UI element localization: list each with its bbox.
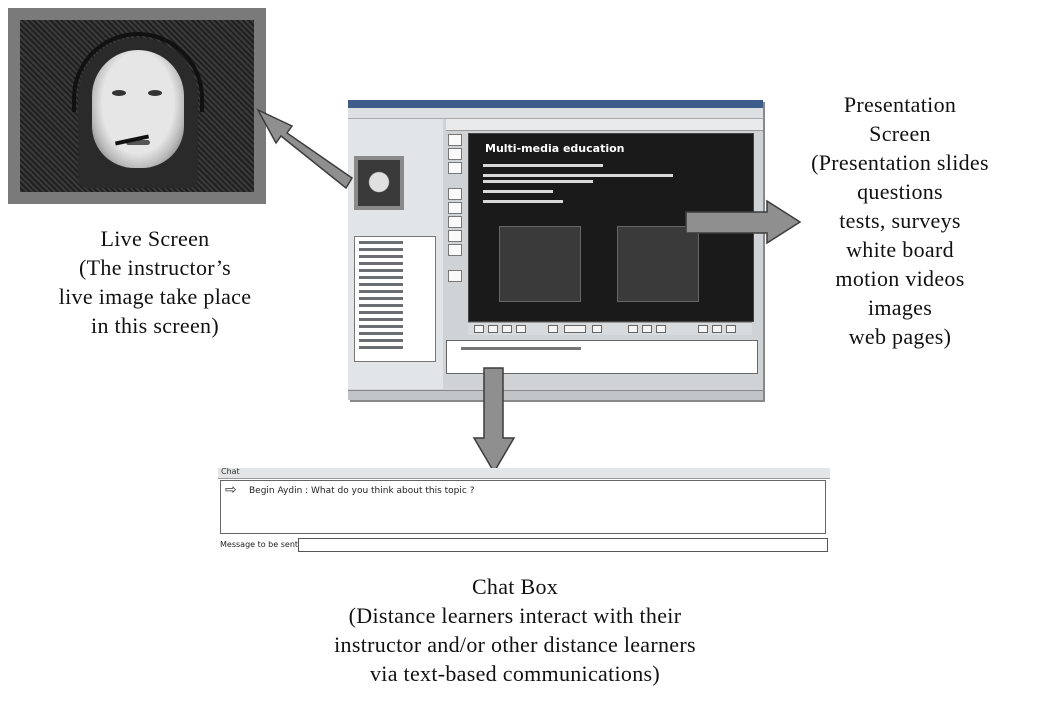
presentation-screen-caption: Presentation Screen (Presentation slides… [770, 90, 1030, 351]
chat-box-caption: Chat Box (Distance learners interact wit… [200, 572, 830, 688]
chat-message: Begin Aydin : What do you think about th… [249, 486, 475, 496]
chat-caption-line: (Distance learners interact with their [348, 603, 682, 628]
live-caption-line: in this screen) [91, 313, 219, 338]
arrow-to-live-screen [256, 108, 354, 190]
chat-header-label: Chat [221, 467, 240, 476]
live-screen-caption: Live Screen (The instructor’s live image… [10, 224, 300, 340]
slide-title: Multi-media education [485, 142, 625, 155]
arrow-right-icon: ⇨ [225, 482, 237, 498]
live-screen-image [8, 8, 266, 204]
presentation-caption-line: Screen [869, 121, 931, 146]
participant-list [354, 236, 436, 362]
presentation-caption-line: (Presentation slides [811, 150, 989, 175]
presentation-caption-line: images [867, 295, 933, 320]
chat-header: Chat [218, 467, 830, 479]
live-caption-line: Live Screen [100, 226, 210, 251]
presentation-caption-line: Presentation [843, 92, 957, 117]
tool-palette [446, 130, 466, 310]
mini-live-video [354, 156, 404, 210]
chat-caption-line: via text-based communications) [369, 661, 661, 686]
chat-caption-line: instructor and/or other distance learner… [334, 632, 696, 657]
app-menubar [348, 108, 763, 119]
presentation-caption-line: web pages) [848, 324, 952, 349]
app-titlebar [348, 100, 763, 108]
message-input-label: Message to be sent [220, 540, 299, 549]
chat-box: Chat ⇨ Begin Aydin : What do you think a… [218, 467, 830, 554]
message-input[interactable] [298, 538, 828, 552]
app-status-bar [348, 390, 763, 400]
presentation-caption-line: tests, surveys [839, 208, 961, 233]
chat-message-area: ⇨ Begin Aydin : What do you think about … [220, 480, 826, 534]
arrow-to-presentation-screen [685, 199, 802, 245]
slide-controls [468, 322, 752, 335]
presentation-caption-line: motion videos [835, 266, 965, 291]
chat-caption-line: Chat Box [471, 574, 559, 599]
live-caption-line: (The instructor’s [79, 255, 231, 280]
live-caption-line: live image take place [58, 284, 252, 309]
presentation-caption-line: white board [846, 237, 954, 262]
presentation-slide: Multi-media education [468, 133, 754, 322]
chat-input-row: Message to be sent [218, 536, 830, 554]
arrow-to-chat-box [472, 367, 516, 474]
application-screenshot: Multi-media education [348, 100, 763, 400]
slide-multimedia-illustration [617, 226, 699, 302]
presentation-caption-line: questions [857, 179, 943, 204]
app-tab-strip [446, 119, 763, 131]
slide-computer-illustration [499, 226, 581, 302]
